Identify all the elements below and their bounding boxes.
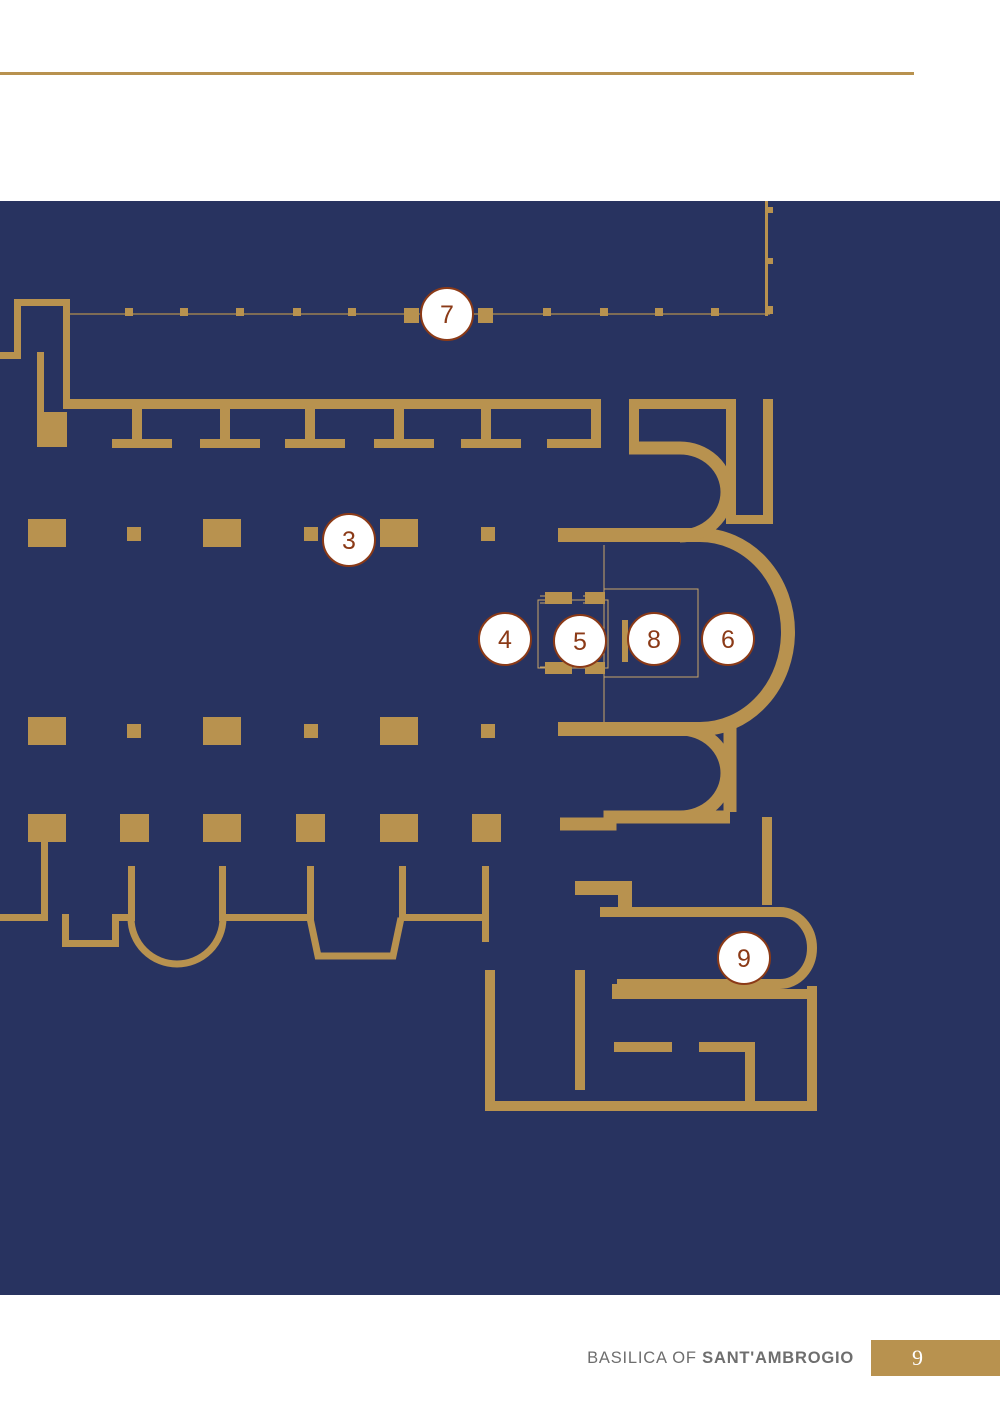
marker-3[interactable]: 3 (322, 513, 376, 567)
marker-5[interactable]: 5 (553, 614, 607, 668)
marker-8-label: 8 (647, 626, 661, 654)
marker-8[interactable]: 8 (627, 612, 681, 666)
page-number: 9 (871, 1340, 1000, 1376)
map-markers: 7 3 4 5 8 6 9 (322, 287, 771, 985)
header-rule (0, 72, 914, 75)
marker-4-label: 4 (498, 626, 512, 654)
marker-9-label: 9 (737, 945, 751, 973)
marker-5-label: 5 (573, 628, 587, 656)
footer-title-bold: SANT'AMBROGIO (702, 1349, 854, 1367)
floor-plan-walls (0, 201, 773, 947)
marker-3-label: 3 (342, 527, 356, 555)
marker-7[interactable]: 7 (420, 287, 474, 341)
marker-9[interactable]: 9 (717, 931, 771, 985)
footer-title: BASILICA OF SANT'AMBROGIO (587, 1349, 854, 1368)
marker-6-label: 6 (721, 626, 735, 654)
footer-title-plain: BASILICA OF (587, 1349, 703, 1367)
floor-plan-map: 7 3 4 5 8 6 9 (0, 201, 1000, 1295)
chapel-apses (127, 441, 817, 1111)
floor-plan-svg: 7 3 4 5 8 6 9 (0, 201, 817, 1111)
marker-7-label: 7 (440, 301, 454, 329)
marker-4[interactable]: 4 (478, 612, 532, 666)
marker-6[interactable]: 6 (701, 612, 755, 666)
